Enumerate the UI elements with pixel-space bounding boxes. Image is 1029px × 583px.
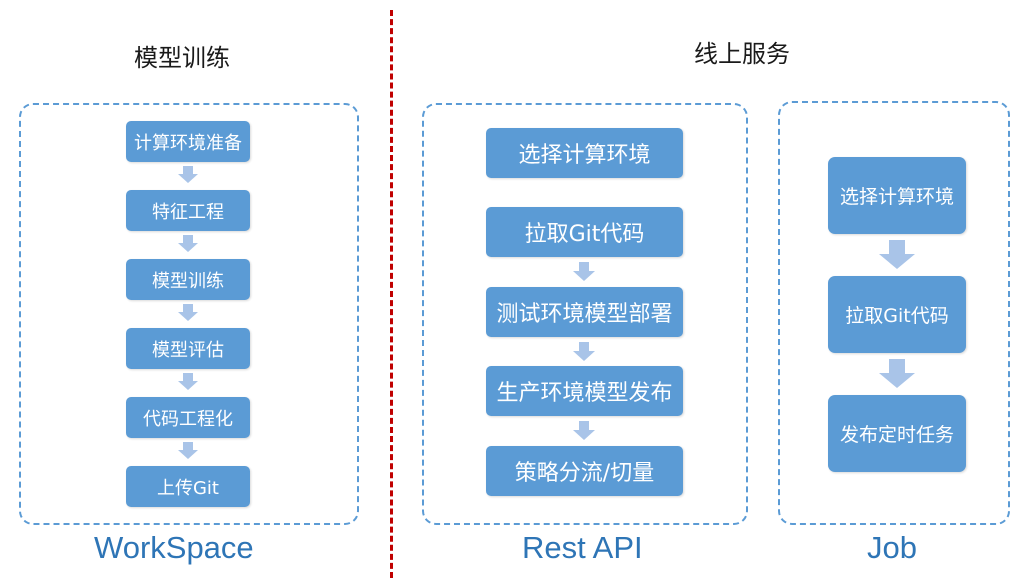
rest-api-step: 策略分流/切量 <box>486 446 683 496</box>
heading-online-service: 线上服务 <box>694 40 790 68</box>
workspace-step: 特征工程 <box>126 190 250 231</box>
job-step: 选择计算环境 <box>828 157 966 234</box>
rest-api-step: 拉取Git代码 <box>486 207 683 257</box>
job-step: 拉取Git代码 <box>828 276 966 353</box>
workspace-step: 上传Git <box>126 466 250 507</box>
section-divider <box>390 10 393 578</box>
workspace-panel <box>19 103 359 525</box>
rest-api-step: 测试环境模型部署 <box>486 287 683 337</box>
job-step: 发布定时任务 <box>828 395 966 472</box>
workspace-label: WorkSpace <box>94 530 254 565</box>
rest-api-step: 生产环境模型发布 <box>486 366 683 416</box>
job-label: Job <box>867 530 917 565</box>
rest-api-label: Rest API <box>522 530 643 565</box>
workspace-step: 模型评估 <box>126 328 250 369</box>
workspace-step: 计算环境准备 <box>126 121 250 162</box>
rest-api-panel <box>422 103 748 525</box>
workspace-step: 代码工程化 <box>126 397 250 438</box>
rest-api-step: 选择计算环境 <box>486 128 683 178</box>
heading-model-training: 模型训练 <box>134 44 230 72</box>
job-panel <box>778 101 1010 525</box>
workspace-step: 模型训练 <box>126 259 250 300</box>
